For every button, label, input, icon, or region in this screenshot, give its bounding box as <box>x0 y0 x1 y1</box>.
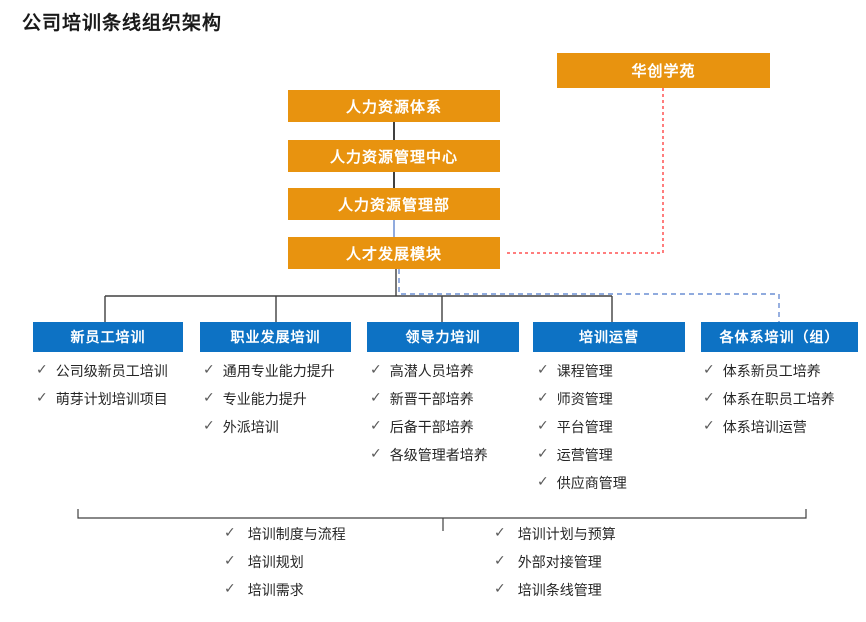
branch-list-new-employee: ✓ 公司级新员工培训 ✓ 萌芽计划培训项目 <box>36 361 168 417</box>
check-icon: ✓ <box>203 361 215 377</box>
check-icon: ✓ <box>494 580 506 596</box>
check-icon: ✓ <box>703 361 715 377</box>
branch-list-training-operations: ✓ 课程管理 ✓ 师资管理 ✓ 平台管理 ✓ 运营管理 ✓ 供应商管理 <box>537 361 627 501</box>
check-icon: ✓ <box>224 552 236 568</box>
box-branch-leadership-training: 领导力培训 <box>367 322 519 352</box>
list-item-label: 培训条线管理 <box>517 582 602 598</box>
list-item-label: 体系新员工培养 <box>722 363 821 379</box>
list-item: ✓ 通用专业能力提升 <box>203 361 335 389</box>
list-item-label: 供应商管理 <box>556 475 627 491</box>
list-item-label: 外派培训 <box>222 419 279 435</box>
check-icon: ✓ <box>537 473 549 489</box>
check-icon: ✓ <box>370 445 382 461</box>
box-branch-system-training-group: 各体系培训（组） <box>701 322 858 352</box>
list-item-label: 新晋干部培养 <box>389 391 474 407</box>
check-icon: ✓ <box>224 524 236 540</box>
list-item: ✓ 高潜人员培养 <box>370 361 488 389</box>
list-item: ✓ 萌芽计划培训项目 <box>36 389 168 417</box>
check-icon: ✓ <box>703 417 715 433</box>
box-branch-career-development-training: 职业发展培训 <box>200 322 351 352</box>
list-item: ✓ 体系在职员工培养 <box>703 389 835 417</box>
list-item-label: 师资管理 <box>556 391 613 407</box>
check-icon: ✓ <box>537 445 549 461</box>
list-item-label: 外部对接管理 <box>517 554 602 570</box>
check-icon: ✓ <box>36 361 48 377</box>
list-item-label: 课程管理 <box>556 363 613 379</box>
check-icon: ✓ <box>203 389 215 405</box>
box-hr-management-dept: 人力资源管理部 <box>288 188 500 220</box>
list-item: ✓ 各级管理者培养 <box>370 445 488 473</box>
list-item: ✓ 体系新员工培养 <box>703 361 835 389</box>
list-item: ✓ 供应商管理 <box>537 473 627 501</box>
check-icon: ✓ <box>36 389 48 405</box>
list-item-label: 体系培训运营 <box>722 419 807 435</box>
check-icon: ✓ <box>203 417 215 433</box>
list-item: ✓ 后备干部培养 <box>370 417 488 445</box>
footer-list-right: ✓ 培训计划与预算 ✓ 外部对接管理 ✓ 培训条线管理 <box>494 524 616 608</box>
check-icon: ✓ <box>537 389 549 405</box>
list-item-label: 后备干部培养 <box>389 419 474 435</box>
list-item: ✓ 培训需求 <box>224 580 346 608</box>
check-icon: ✓ <box>494 552 506 568</box>
footer-list-left: ✓ 培训制度与流程 ✓ 培训规划 ✓ 培训需求 <box>224 524 346 608</box>
list-item-label: 专业能力提升 <box>222 391 307 407</box>
list-item: ✓ 培训规划 <box>224 552 346 580</box>
box-branch-training-operations: 培训运营 <box>533 322 685 352</box>
list-item: ✓ 外部对接管理 <box>494 552 616 580</box>
branch-list-leadership: ✓ 高潜人员培养 ✓ 新晋干部培养 ✓ 后备干部培养 ✓ 各级管理者培养 <box>370 361 488 473</box>
box-hr-system: 人力资源体系 <box>288 90 500 122</box>
list-item-label: 通用专业能力提升 <box>222 363 335 379</box>
list-item: ✓ 体系培训运营 <box>703 417 835 445</box>
check-icon: ✓ <box>537 361 549 377</box>
check-icon: ✓ <box>224 580 236 596</box>
branch-list-career-development: ✓ 通用专业能力提升 ✓ 专业能力提升 ✓ 外派培训 <box>203 361 335 445</box>
list-item-label: 培训规划 <box>247 554 304 570</box>
list-item-label: 各级管理者培养 <box>389 447 488 463</box>
check-icon: ✓ <box>370 361 382 377</box>
page-title: 公司培训条线组织架构 <box>22 13 223 34</box>
check-icon: ✓ <box>537 417 549 433</box>
list-item: ✓ 培训条线管理 <box>494 580 616 608</box>
list-item: ✓ 运营管理 <box>537 445 627 473</box>
box-branch-new-employee-training: 新员工培训 <box>33 322 183 352</box>
list-item-label: 培训制度与流程 <box>247 526 346 542</box>
check-icon: ✓ <box>370 417 382 433</box>
box-talent-development-module: 人才发展模块 <box>288 237 500 269</box>
bottom-bracket <box>77 509 807 531</box>
list-item: ✓ 专业能力提升 <box>203 389 335 417</box>
list-item-label: 培训需求 <box>247 582 304 598</box>
check-icon: ✓ <box>370 389 382 405</box>
list-item: ✓ 公司级新员工培训 <box>36 361 168 389</box>
list-item-label: 高潜人员培养 <box>389 363 474 379</box>
blue-dashed-connector <box>398 269 780 322</box>
list-item: ✓ 课程管理 <box>537 361 627 389</box>
list-item-label: 培训计划与预算 <box>517 526 616 542</box>
box-hr-management-center: 人力资源管理中心 <box>288 140 500 172</box>
list-item: ✓ 培训计划与预算 <box>494 524 616 552</box>
list-item-label: 萌芽计划培训项目 <box>55 391 168 407</box>
red-dashed-connector <box>504 88 664 254</box>
list-item-label: 公司级新员工培训 <box>55 363 168 379</box>
box-academy: 华创学苑 <box>557 53 770 88</box>
check-icon: ✓ <box>703 389 715 405</box>
check-icon: ✓ <box>494 524 506 540</box>
list-item: ✓ 培训制度与流程 <box>224 524 346 552</box>
list-item-label: 平台管理 <box>556 419 613 435</box>
list-item: ✓ 平台管理 <box>537 417 627 445</box>
branch-list-system-training: ✓ 体系新员工培养 ✓ 体系在职员工培养 ✓ 体系培训运营 <box>703 361 835 445</box>
list-item-label: 运营管理 <box>556 447 613 463</box>
list-item-label: 体系在职员工培养 <box>722 391 835 407</box>
branch-tree-connector <box>104 269 613 322</box>
list-item: ✓ 师资管理 <box>537 389 627 417</box>
list-item: ✓ 外派培训 <box>203 417 335 445</box>
list-item: ✓ 新晋干部培养 <box>370 389 488 417</box>
